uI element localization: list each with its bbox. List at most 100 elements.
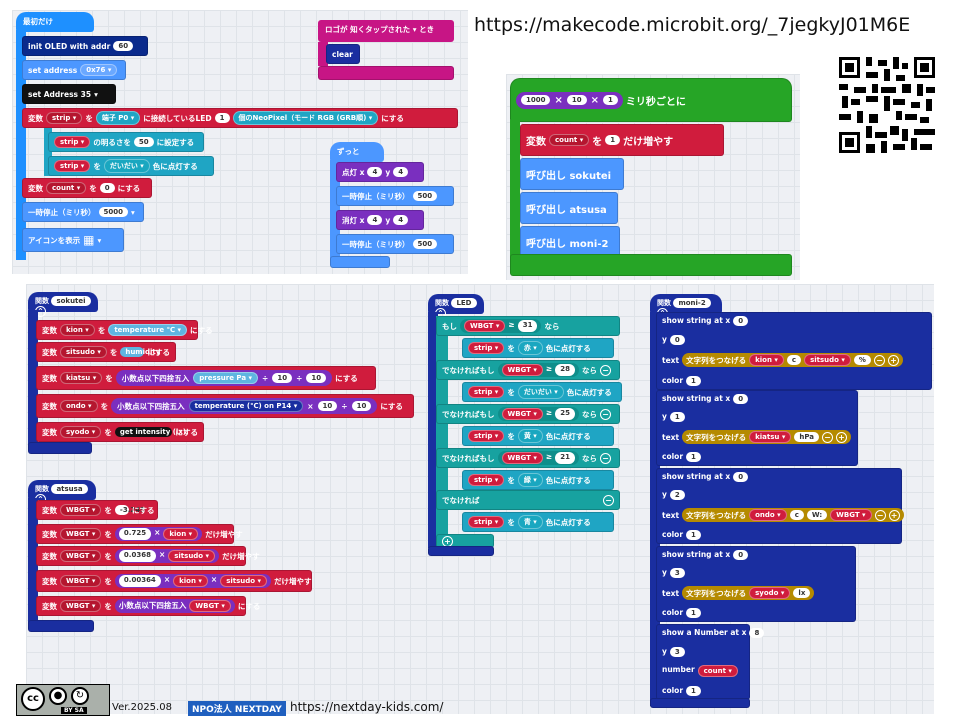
s4-color-input[interactable]: 1 [686, 608, 701, 619]
strip-dd-3[interactable]: strip [468, 430, 505, 442]
oled-addr-input[interactable]: 60 [113, 41, 134, 51]
threshold-1[interactable]: 31 [517, 320, 538, 332]
div-val2[interactable]: 10 [306, 373, 327, 383]
color-green-dropdown[interactable]: 緑 [517, 473, 543, 487]
s3-ondo[interactable]: ondo [749, 509, 787, 522]
wbgt-cmp-1[interactable]: WBGT [464, 320, 506, 332]
div-val[interactable]: 10 [272, 373, 293, 383]
func-atsusa-name[interactable]: atsusa [51, 484, 88, 494]
count-var-dropdown[interactable]: count [46, 182, 87, 194]
add-icon[interactable]: + [888, 509, 900, 521]
pause2-input[interactable]: 500 [412, 239, 438, 249]
clear-block[interactable]: clear [326, 44, 360, 64]
wbgt-cmp-3[interactable]: WBGT [501, 408, 543, 420]
set-orange-block[interactable]: stripをだいだい色に点灯する [462, 382, 622, 402]
strip-count-input[interactable]: 1 [214, 113, 230, 123]
cmp-4[interactable]: WBGT≥21 [497, 451, 579, 465]
func-led-name[interactable]: LED [451, 298, 477, 308]
sokutei-r2[interactable]: 変数sitsudoをhumidityにする [36, 342, 176, 362]
plot-x-input[interactable]: 4 [367, 167, 383, 177]
show-string-1[interactable]: show string at x0 y0 text文字列をつなげるkioncsi… [656, 312, 932, 390]
remove-icon[interactable]: − [874, 509, 886, 521]
wbgt-dropdown-5[interactable]: WBGT [60, 600, 102, 612]
join-4[interactable]: 文字列をつなげるsyodolx [682, 586, 815, 601]
s2-hpa[interactable]: hPa [794, 432, 819, 443]
cmp-3[interactable]: WBGT≥25 [497, 407, 579, 421]
interval-c-input[interactable]: 1 [603, 95, 618, 105]
strip-dd-5[interactable]: strip [468, 516, 505, 528]
threshold-4[interactable]: 21 [555, 452, 575, 464]
call-atsusa-block[interactable]: 呼び出し atsusa [520, 192, 618, 224]
timer-hat[interactable]: 1000×10×1 ミリ秒ごとに [510, 78, 792, 122]
sitsudo-dropdown-3[interactable]: sitsudo [220, 575, 268, 587]
s3-w[interactable]: W: [806, 510, 828, 521]
plot-y-input[interactable]: 4 [393, 167, 409, 177]
humidity-reporter[interactable]: humidity [120, 347, 160, 357]
forever-hat[interactable]: ずっと [330, 142, 384, 162]
show-string-2[interactable]: show string at x0 y1 text文字列をつなげるkiatsuh… [656, 390, 858, 466]
s3-wbgt[interactable]: WBGT [830, 509, 872, 522]
neopixel-mode-dropdown[interactable]: 個のNeoPixel（モード RGB (GRB順) [232, 111, 379, 125]
temp-p14-dropdown[interactable]: temperature (℃) on P14 [188, 400, 304, 412]
s4-x-input[interactable]: 0 [733, 549, 749, 560]
func-led-hat[interactable]: 関数 LED ⌃ [428, 294, 484, 319]
project-url[interactable]: https://makecode.microbit.org/_7jegkyJ01… [474, 14, 911, 36]
s1-y-input[interactable]: 0 [669, 334, 685, 345]
n1-count[interactable]: count [697, 665, 738, 678]
join-2[interactable]: 文字列をつなげるkiatsuhPa−+ [682, 430, 851, 445]
strip-init-block[interactable]: 変数 strip を 端子 P0 に接続しているLED 1 個のNeoPixel… [22, 108, 458, 128]
show-color-block[interactable]: stripをだいだい色に点灯する [48, 156, 214, 176]
strip-dd-1[interactable]: strip [468, 342, 505, 354]
wbgt-cmp-4[interactable]: WBGT [501, 452, 543, 464]
s4-y-input[interactable]: 3 [669, 567, 685, 578]
s1-color-input[interactable]: 1 [686, 376, 701, 387]
s1-sitsudo[interactable]: sitsudo [804, 354, 851, 367]
wbgt-dropdown-6[interactable]: WBGT [189, 600, 231, 612]
s4-syodo[interactable]: syodo [749, 587, 791, 600]
pressure-dropdown[interactable]: pressure Pa [193, 372, 259, 384]
func-sokutei-hat[interactable]: 関数 sokutei ⌃ [28, 292, 98, 317]
color-blue-dropdown[interactable]: 青 [517, 515, 543, 529]
interval-a-input[interactable]: 1000 [521, 95, 551, 105]
set-blue-block[interactable]: stripを青色に点灯する [462, 512, 614, 532]
set-address-35-block[interactable]: set Address 35▾ [22, 84, 116, 104]
kiatsu-dropdown[interactable]: kiatsu [60, 372, 103, 384]
s3-x-input[interactable]: 0 [733, 471, 749, 482]
sokutei-r1[interactable]: 変数kionをtemperature ℃にする [36, 320, 213, 340]
threshold-3[interactable]: 25 [555, 408, 575, 420]
color-orange-dropdown[interactable]: だいだい [517, 385, 564, 399]
s1-c[interactable]: c [786, 355, 802, 366]
wbgt-dropdown-2[interactable]: WBGT [60, 528, 102, 540]
site-link[interactable]: https://nextday-kids.com/ [290, 700, 444, 714]
strip-dd-4[interactable]: strip [468, 474, 505, 486]
atsusa-r5[interactable]: 変数WBGTを小数点以下四捨五入WBGTにする [36, 596, 260, 616]
s3-y-input[interactable]: 2 [669, 489, 685, 500]
count-init-block[interactable]: 変数countを0にする [22, 178, 152, 198]
sitsudo-dropdown-2[interactable]: sitsudo [168, 550, 216, 562]
brightness-strip-dropdown[interactable]: strip [54, 136, 91, 148]
sokutei-r5[interactable]: 変数syodoをget intensity (lx)にする [36, 422, 204, 442]
n1-x-input[interactable]: 8 [749, 627, 765, 638]
remove-icon[interactable]: − [873, 354, 885, 366]
mul-expr-3[interactable]: 0.00364×kion×sitsudo [114, 574, 272, 588]
func-sokutei-name[interactable]: sokutei [51, 296, 91, 306]
pause2-block[interactable]: 一時停止（ミリ秒）500 [336, 234, 454, 254]
s3-color-input[interactable]: 1 [686, 530, 701, 541]
color-red-dropdown[interactable]: 赤 [517, 341, 543, 355]
n1-color-input[interactable]: 1 [686, 686, 701, 697]
ondo-dropdown[interactable]: ondo [60, 400, 98, 412]
else-row[interactable]: でなければ− [436, 490, 620, 510]
call-sokutei-block[interactable]: 呼び出し sokutei [520, 158, 624, 190]
brightness-block[interactable]: stripの明るさを50に設定する [48, 132, 204, 152]
interval-expr[interactable]: 1000×10×1 [516, 91, 623, 109]
set-yellow-block[interactable]: stripを黄色に点灯する [462, 426, 614, 446]
